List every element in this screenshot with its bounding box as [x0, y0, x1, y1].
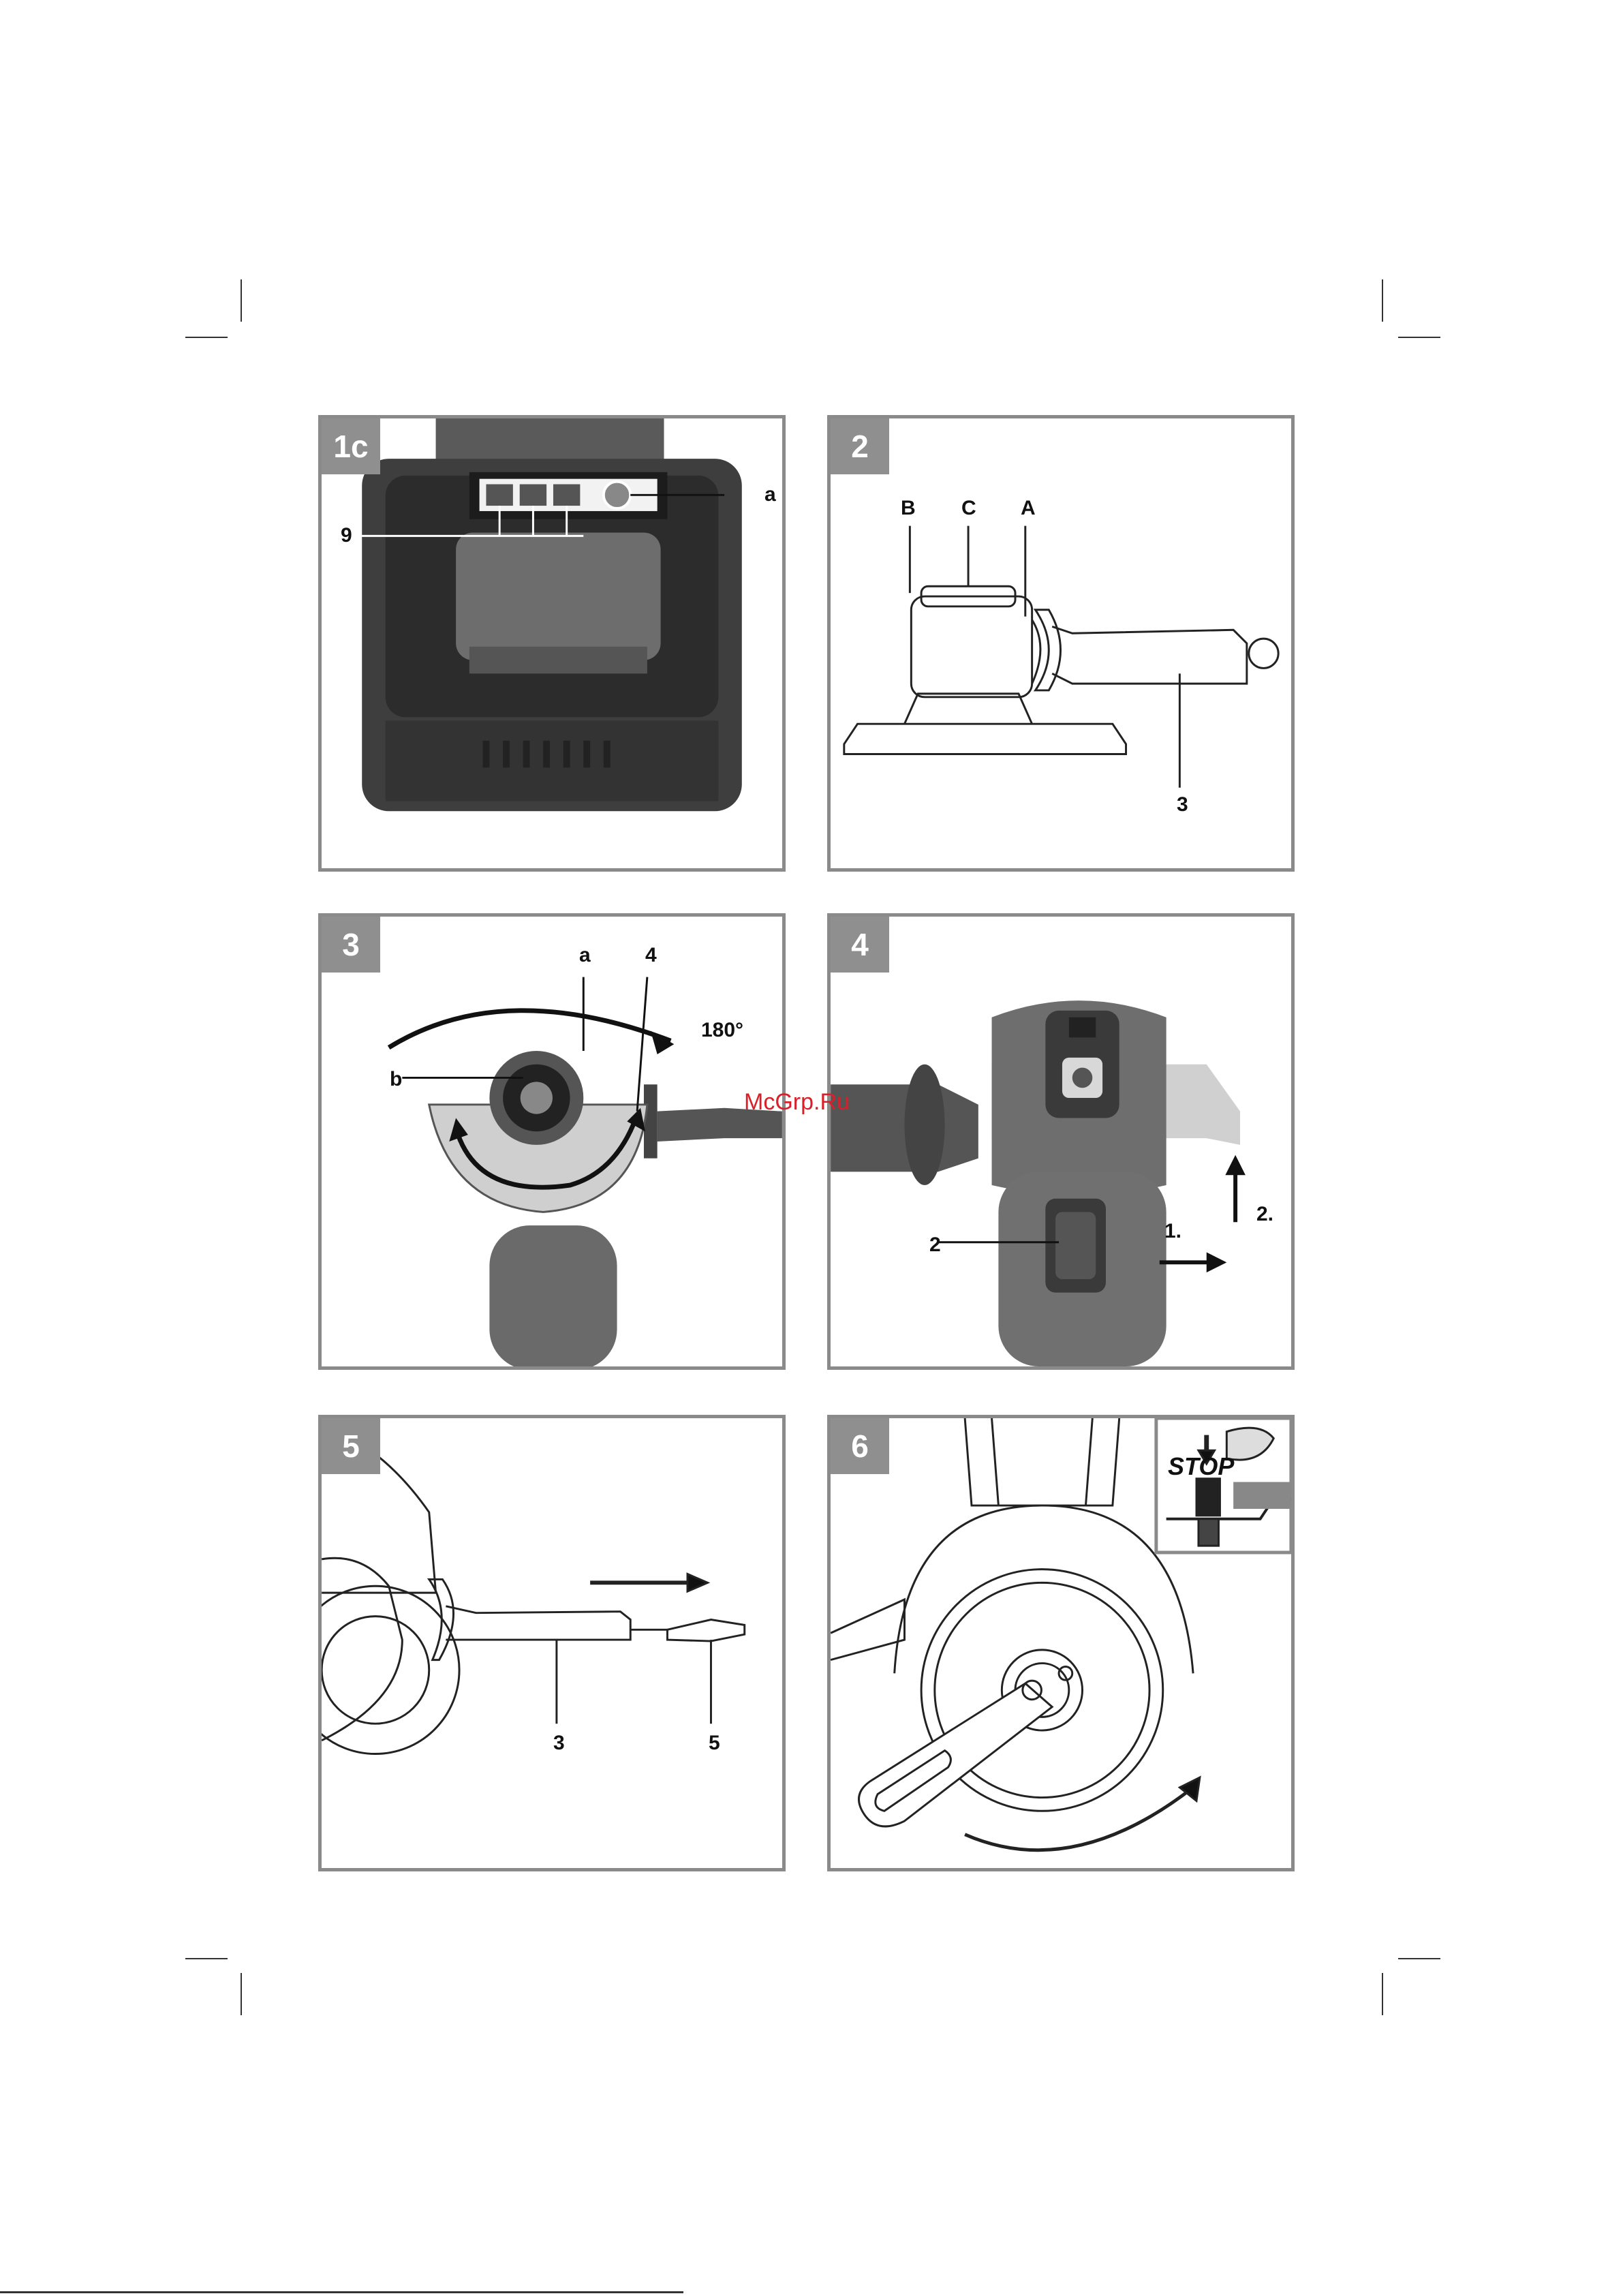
callout-3: 3: [1177, 793, 1188, 816]
crop-mark: [185, 1958, 228, 1959]
crop-mark: [1398, 337, 1440, 338]
callout-3: 3: [553, 1732, 565, 1755]
figure-number: 4: [831, 917, 889, 973]
stop-label: STOP: [1168, 1452, 1234, 1481]
spindle-lock-illustration: [831, 1418, 1291, 1868]
crop-mark: [185, 337, 228, 338]
angle-grinder-side-view: [831, 418, 1291, 868]
callout-b: b: [390, 1068, 402, 1091]
crop-mark: [1398, 1958, 1440, 1959]
crop-mark: [1382, 1973, 1383, 2015]
rotation-angle: 180°: [701, 1019, 743, 1042]
figure-3: 3 a 4 b 180°: [318, 913, 786, 1370]
step-1: 1.: [1164, 1220, 1181, 1243]
callout-a: a: [579, 944, 591, 967]
handle-removal-illustration: [322, 1418, 782, 1868]
guard-rotation-illustration: [322, 917, 782, 1366]
watermark: McGrp.Ru: [744, 1089, 850, 1116]
callout-B: B: [901, 497, 916, 520]
crop-mark: [1382, 279, 1383, 322]
figure-5: 5 3 5: [318, 1415, 786, 1871]
callout-5: 5: [709, 1732, 720, 1755]
figure-1c: 1c a 9: [318, 415, 786, 872]
callout-2: 2: [929, 1234, 941, 1257]
crop-mark: [241, 279, 242, 322]
figure-6: 6 STOP: [827, 1415, 1295, 1871]
battery-charger-illustration: [322, 418, 782, 868]
figure-4: 4 2 1. 2.: [827, 913, 1295, 1370]
guard-removal-illustration: [831, 917, 1291, 1366]
figure-number: 1c: [322, 418, 380, 474]
bottom-rule: [0, 2291, 683, 2293]
callout-C: C: [961, 497, 976, 520]
figure-number: 6: [831, 1418, 889, 1474]
figure-2: 2 B C A 3: [827, 415, 1295, 872]
callout-4: 4: [645, 944, 657, 967]
figure-number: 5: [322, 1418, 380, 1474]
figure-number: 3: [322, 917, 380, 973]
callout-9: 9: [341, 524, 352, 547]
callout-a: a: [764, 483, 776, 506]
step-2: 2.: [1256, 1203, 1273, 1226]
crop-mark: [241, 1973, 242, 2015]
callout-A: A: [1021, 497, 1036, 520]
figure-number: 2: [831, 418, 889, 474]
